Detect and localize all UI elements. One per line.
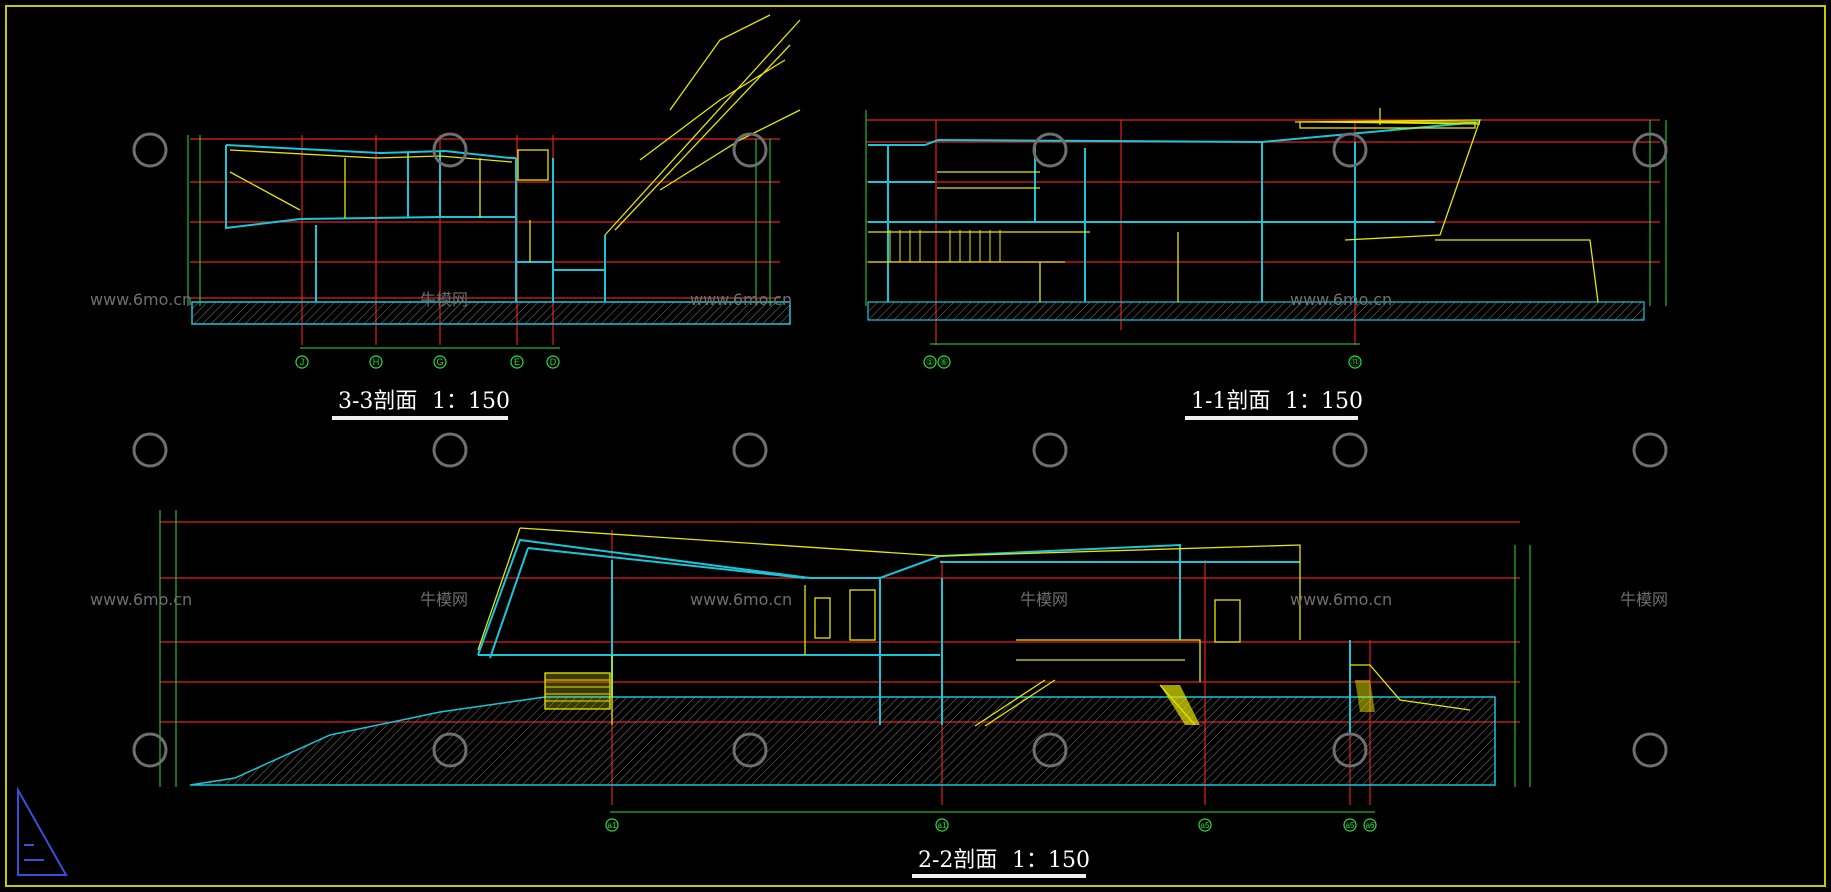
watermark-brand: 牛模网	[420, 290, 468, 309]
axis-label: a5	[1346, 821, 1355, 830]
axis-label: a5	[1201, 821, 1210, 830]
watermark-site: www.6mo.cn	[90, 290, 192, 309]
axis-label: G	[436, 357, 443, 367]
section-3-3: J H G E D 3-3剖面 1：150	[187, 14, 801, 420]
triangle-scale-icon	[17, 786, 68, 876]
axis-label: E	[514, 357, 520, 367]
section-title: 1-1剖面	[1191, 389, 1270, 414]
watermark-site: www.6mo.cn	[90, 590, 192, 609]
axis-label: H	[373, 357, 380, 367]
watermark-site: www.6mo.cn	[1290, 590, 1392, 609]
section-1-1: ① ⑥ ⑪ 1-1剖面 1：150	[865, 108, 1667, 420]
axis-label: ①	[926, 357, 934, 367]
axis-label: a1	[938, 821, 947, 830]
watermark-site: www.6mo.cn	[690, 290, 792, 309]
watermark-site: www.6mo.cn	[690, 590, 792, 609]
drawing-frame	[5, 5, 1826, 887]
section-2-2: a1 a1 a5 a5 a6 2-2剖面 1：150	[159, 510, 1531, 878]
section-scale: 1：150	[1012, 848, 1090, 873]
watermark-layer: www.6mo.cn 牛模网 www.6mo.cn www.6mo.cn www…	[90, 132, 1668, 768]
section-title: 2-2剖面	[918, 848, 997, 873]
watermark-site: www.6mo.cn	[1290, 290, 1392, 309]
section-scale: 1：150	[432, 389, 510, 414]
axis-label: a1	[608, 821, 617, 830]
axis-label: J	[300, 357, 305, 367]
axis-label: D	[550, 357, 557, 367]
watermark-brand: 牛模网	[420, 590, 468, 609]
axis-label: ⑥	[940, 357, 948, 367]
axis-label: ⑪	[1350, 357, 1359, 367]
axis-label: a6	[1366, 821, 1375, 830]
section-scale: 1：150	[1285, 389, 1363, 414]
watermark-brand: 牛模网	[1020, 590, 1068, 609]
section-title: 3-3剖面	[338, 389, 417, 414]
watermark-brand: 牛模网	[1620, 590, 1668, 609]
